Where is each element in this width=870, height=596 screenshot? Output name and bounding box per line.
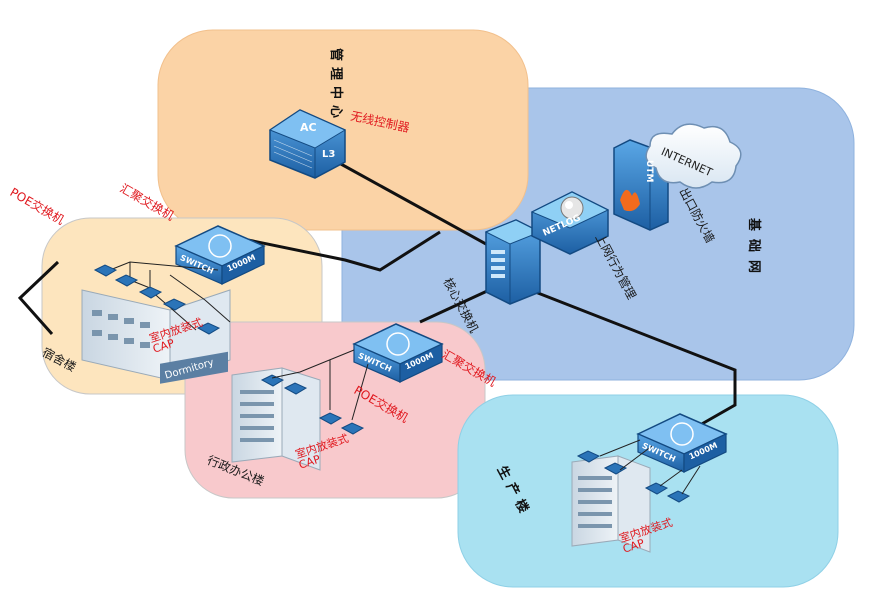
backbone-links — [247, 156, 737, 427]
admin-building — [231, 367, 365, 471]
dorm-aps — [93, 264, 221, 335]
core-switch-device — [484, 219, 542, 305]
base-network-title: 基础网 — [746, 218, 761, 282]
utm-label: UTM — [644, 160, 654, 183]
dorm-aggregation-switch — [174, 225, 266, 285]
admin-poe-wiring — [271, 349, 369, 421]
production-aggregation-switch — [636, 413, 728, 473]
bracket-mark — [17, 260, 60, 335]
production-poe-wiring — [599, 439, 701, 495]
internet-cloud — [645, 123, 742, 189]
ac-l3-tag: L3 — [322, 149, 336, 160]
ac-badge-label: AC — [300, 121, 317, 134]
mgmt-center-title: 管理中心 — [328, 48, 343, 125]
dormitory-building — [81, 289, 231, 384]
production-building — [571, 450, 691, 553]
admin-aggregation-switch — [352, 323, 444, 383]
ac-controller-device — [268, 109, 347, 179]
netlog-device — [530, 191, 610, 255]
